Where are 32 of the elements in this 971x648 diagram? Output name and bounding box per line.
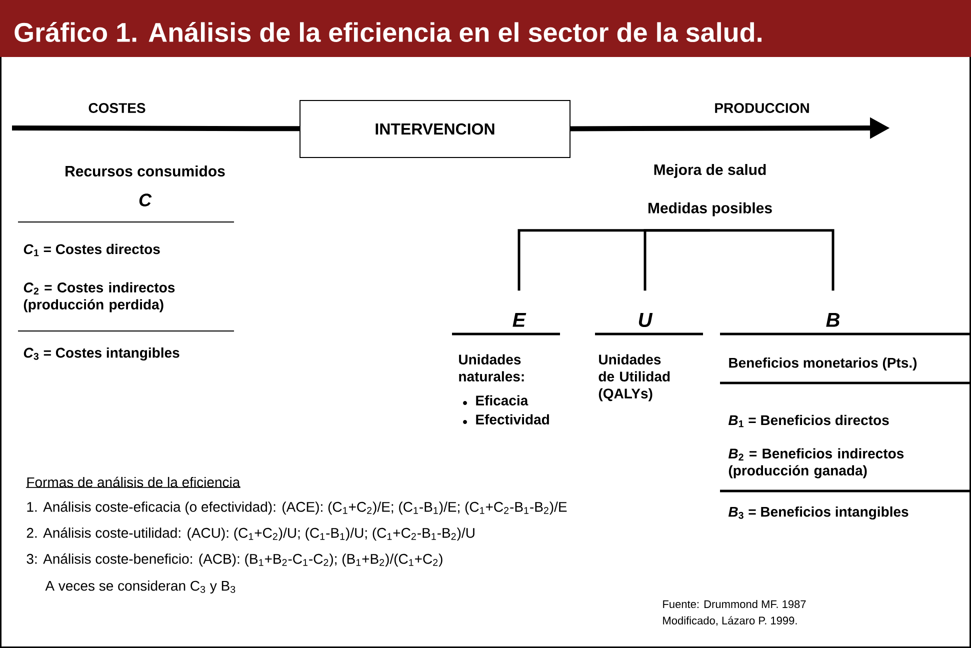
note-text: A veces se consideran C$_{3}$ y B$_{3}$ xyxy=(45,580,236,594)
benefit-item: B$_{2}$ = Beneficios indirectos (producción ganada) xyxy=(728,448,904,478)
source-note: Modificado, Lázaro P. 1999. xyxy=(663,616,797,626)
title-bar: Gráfico 1. Análisis de la eficiencia en el sector de la salud. xyxy=(0,0,971,57)
column-heading: Mejora de salud xyxy=(654,164,766,178)
bullet-item: Efectividad xyxy=(476,414,549,424)
column-heading: Recursos consumidos xyxy=(66,166,225,176)
cost-item: C$_{1}$ = Costes directos xyxy=(24,244,160,256)
benefit-heading: Beneficios monetarios (Pts.) xyxy=(729,357,917,371)
bracket-line xyxy=(710,229,834,291)
axis-label: PRODUCCION xyxy=(715,103,809,113)
measures-heading: Medidas posibles xyxy=(648,202,772,216)
unit-description: Unidades de Utilidad (QALYs) xyxy=(598,354,670,402)
bracket-line xyxy=(12,126,300,132)
measure-letter: U xyxy=(638,313,653,327)
section-heading: Formas de análisis de la eficiencia xyxy=(26,476,241,488)
process-box: INTERVENCION xyxy=(300,100,570,158)
cost-item: C$_{3}$ = Costes intangibles xyxy=(24,347,180,361)
unit-description: Unidades naturales: xyxy=(459,354,524,382)
cost-item: C$_{2}$ = Costes indirectos (producción perdida) xyxy=(24,282,175,312)
formula-line: 1. Análisis coste-eficacia (o efectividad): (ACE): (C$_{1}$+C$_{2}$)/E; (C$_{1}$-B$_{1}$)/E; (C$_{1}$+C$_{2}$-B$_{1}$-B$_{2}$)/E xyxy=(27,501,567,515)
bracket-line xyxy=(644,229,710,291)
benefit-item: B$_{1}$ = Beneficios directos xyxy=(728,414,889,428)
bullet-item: Eficacia xyxy=(476,395,528,406)
measure-letter: E xyxy=(512,313,526,327)
formula-line: 3: Análisis coste-beneficio: (ACB): (B$_{1}$+B$_{2}$-C$_{1}$-C$_{2}$); (B$_{1}$+B$_{2}$)/(C$_{1}$+C$_{2}$) xyxy=(26,553,442,567)
measure-letter: B xyxy=(826,313,840,327)
symbol-label: C xyxy=(139,194,152,206)
axis-label: COSTES xyxy=(88,103,146,113)
benefit-item: B$_{3}$ = Beneficios intangibles xyxy=(728,506,908,520)
source-note: Fuente: Drummond MF. 1987 xyxy=(663,600,806,608)
formula-line: 2. Análisis coste-utilidad: (ACU): (C$_{1}$+C$_{2}$)/U; (C$_{1}$-B$_{1}$)/U; (C$_{1}$+C$_{2}$-B$_{1}$-B$_{2}$)/U xyxy=(26,527,474,541)
